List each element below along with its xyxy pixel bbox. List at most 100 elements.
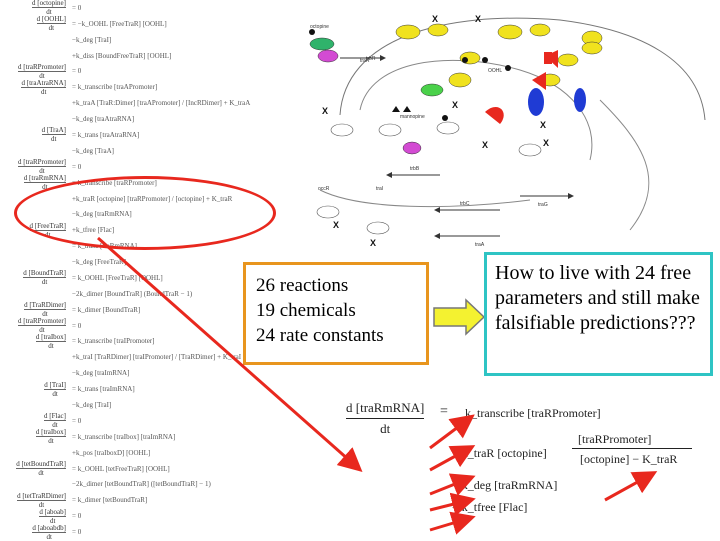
x-mark-1: X [432,14,438,24]
equation-row-lhs-denominator: dt [46,8,52,17]
equation-row-lhs-numerator: d [TraI] [44,380,66,389]
equation-row-rhs: = −k_OOHL [FreeTraR] [OOHL] [72,19,167,28]
equation-row: d [tetBoundTraR]dt= k_OOHL [tetFreeTraR]… [4,460,170,477]
equation-row-lhs-numerator: d [traRPromoter] [17,62,66,71]
question-box: How to live with 24 free parameters and … [484,252,713,376]
equation-row-lhs-denominator: dt [41,87,47,96]
equation-row: −2k_dimer [tetBoundTraR] ([tetBoundTraR]… [4,476,211,492]
highlight-ellipse [14,176,276,250]
equation-row-lhs-denominator: dt [41,278,48,287]
equation-row-lhs: d [tetBoundTraR]dt [4,460,66,477]
trbC-label: trbC [460,201,470,207]
equation-row-rhs: = k_transcribe [traAPromoter] [72,83,158,92]
equation-row-rhs: = 0 [72,416,82,425]
equation-row-rhs: +k_diss [BoundFreeTraR] [OOHL] [72,51,172,60]
equation-row-lhs-numerator: d [OOHL] [36,15,66,24]
reactions-count: 26 reactions [256,275,349,296]
red-arrow-term-5 [429,511,476,535]
yellow-node-1 [395,24,421,40]
molecule-dot-3 [462,57,468,63]
activation-node-5 [366,221,390,235]
equation-term-2-prefix: + k_traR [octopine] [452,446,547,460]
equation-row: +k_traA [TraR:Dimer] [traAPromoter] / [I… [4,95,250,111]
equation-row-lhs-denominator: dt [38,469,44,478]
equation-row-lhs-numerator: d [traIbox] [35,332,66,341]
red-arrow-term-3 [429,473,476,496]
x-mark-4: X [322,106,328,116]
equation-row-lhs: d [Flac]dt [4,412,66,429]
activation-node-6 [518,143,542,157]
equation-row-lhs: d [traAtraRNA]dt [4,79,66,96]
yellow-arrow [433,298,486,336]
equation-row: −k_deg [traAtraRNA] [4,111,134,127]
equation-row: d [TraI]dt= k_trans [traImRNA] [4,381,135,398]
inner-loop-curve [359,59,593,161]
equation-row-lhs-denominator: dt [38,500,45,509]
equation-row-lhs-numerator: d [traAtraRNA] [21,78,66,87]
rate-constants-count: 24 rate constants [256,325,384,346]
mannopine-label: mannopine [400,114,425,120]
right-curve [599,99,650,231]
equation-row-lhs: d [traRPromoter]dt [4,63,66,80]
x-mark-6: X [482,140,488,150]
equation-row: d [BoundTraR]dt = k_OOHL [FreeTraR] [OOHL… [4,269,163,286]
trbR-label: trbR [366,56,376,62]
OOHL-label: OOHL [488,68,502,74]
equation-row-lhs: d [BoundTraR]dt [4,269,66,286]
x-mark-5: X [540,120,546,130]
equation-row-lhs-denominator: dt [42,183,48,192]
equation-term-2-fraction-line [572,448,692,449]
traA-label: traA [475,242,485,248]
equation-row-rhs: −k_deg [TraA] [72,146,114,155]
octopine-node [309,37,335,51]
equation-term-1: k_transcribe [traRPromoter] [465,406,601,420]
green-node [420,83,444,97]
equation-row: d [aboab]dt= 0 [4,508,81,525]
equation-lhs: d [traRmRNA] dt [346,400,424,437]
red-arrow-term-1 [429,414,475,450]
equation-row: d [octopine]dt= 0 [4,0,81,16]
x-mark-2: X [475,14,481,24]
equation-row-rhs: = k_dimer [BoundTraR] [72,305,141,314]
gene-arrowhead-3 [434,233,440,239]
equation-row: d [TraA]dt= k_trans [traAtraRNA] [4,126,140,143]
x-mark-9: X [370,238,376,248]
red-arrow-right [604,471,658,502]
equation-row-lhs: d [aboabdb]dt [4,524,66,541]
equation-term-2-numerator: [traRPromoter] [578,432,652,446]
summary-box: 26 reactions 19 chemicals 24 rate consta… [243,262,429,365]
equation-row: −2k_dimer [BoundTraR] (BoundTraR − 1) [4,286,192,302]
equation-row-lhs-denominator: dt [48,341,54,350]
equation-row-rhs: = k_transcribe [traIPromoter] [72,337,155,346]
lower-curve [319,189,531,208]
chemicals-count: 19 chemicals [256,300,356,321]
equation-row-rhs: = k_OOHL [FreeTraR] [OOHL] [72,273,163,282]
question-text: How to live with 24 free parameters and … [495,262,700,334]
equation-row-lhs-denominator: dt [46,532,52,541]
yellow-node-9 [448,72,472,88]
equation-row-rhs: −2k_dimer [BoundTraR] (BoundTraR − 1) [72,289,193,298]
molecule-dot-5 [442,115,448,121]
equation-row-lhs-numerator: d [Flac] [44,412,66,421]
trbB-label: trbB [410,166,420,172]
equation-row-lhs: d [traRPromoter]dt [4,317,66,334]
activation-node-1 [330,123,354,137]
equation-row-rhs: = k_trans [traAtraRNA] [72,130,140,139]
equation-row-lhs: d [TraI]dt [4,381,66,398]
equation-row-lhs-numerator: d [TraRDimer] [24,301,66,310]
equation-row-rhs: −k_deg [traImRNA] [72,369,130,378]
equation-row-lhs: d [tetTraRDimer]dt [4,492,66,509]
x-mark-3: X [452,100,458,110]
octopine-label: octopine [310,24,329,30]
equation-row-lhs-denominator: dt [39,71,45,80]
red-arrow-term-2 [429,445,476,472]
x-mark-8: X [333,220,339,230]
yellow-node-3 [497,24,523,40]
equation-row-lhs: d [traIbox]dt [4,428,66,445]
equation-row-rhs: = 0 [72,3,82,12]
equation-row: d [traRPromoter]dt= 0 [4,158,81,175]
equation-row-lhs-denominator: dt [52,421,58,430]
molecule-triangle-2 [403,106,411,112]
activation-node-3 [436,121,460,135]
